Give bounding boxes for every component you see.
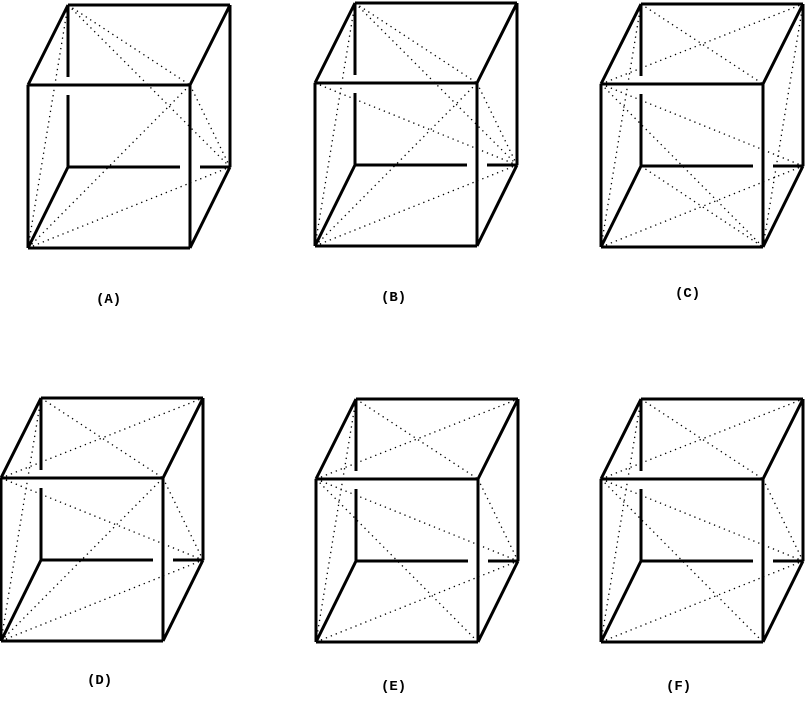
dotted-diagonal	[354, 2, 518, 166]
cube-edge	[475, 2, 519, 84]
cube-d	[0, 396, 205, 643]
cube-edge	[188, 4, 232, 86]
dotted-diagonal	[189, 84, 231, 168]
dotted-diagonal	[67, 4, 191, 86]
dotted-diagonal	[314, 2, 356, 247]
label-c: (C)	[675, 286, 701, 302]
cube-edge	[599, 3, 643, 85]
cube-e	[314, 397, 520, 644]
dotted-diagonal	[600, 398, 642, 643]
cube-edge	[0, 559, 43, 642]
dotted-diagonal	[640, 165, 764, 248]
cube-edge	[599, 398, 643, 480]
dotted-diagonal	[0, 477, 164, 642]
dotted-diagonal	[477, 478, 519, 562]
dotted-diagonal	[315, 398, 519, 480]
dotted-diagonal	[315, 478, 519, 562]
dotted-diagonal	[600, 165, 804, 248]
label-e: (E)	[381, 679, 407, 695]
dotted-diagonal	[0, 397, 42, 642]
dotted-diagonal	[0, 477, 204, 561]
cube-f	[599, 397, 805, 644]
cube-edge	[599, 560, 643, 643]
cube-b	[313, 1, 519, 248]
dotted-diagonal	[600, 478, 764, 643]
dotted-diagonal	[314, 82, 518, 166]
dotted-diagonal	[314, 82, 478, 247]
cube-edge	[476, 398, 520, 480]
cube-edge	[761, 398, 805, 480]
dotted-diagonal	[0, 397, 204, 479]
dotted-diagonal	[67, 4, 231, 168]
cube-edge	[0, 397, 43, 479]
dotted-diagonal	[600, 83, 804, 167]
label-b: (B)	[381, 290, 407, 306]
dotted-diagonal	[27, 4, 69, 249]
dotted-diagonal	[762, 478, 804, 562]
cube-edge	[26, 166, 70, 249]
cube-edge	[313, 2, 357, 84]
cube-edge	[761, 165, 805, 248]
dotted-diagonal	[762, 3, 804, 248]
dotted-diagonal	[600, 3, 642, 248]
cube-c	[599, 2, 805, 249]
label-a: (A)	[96, 292, 122, 308]
dotted-diagonal	[600, 83, 764, 248]
dotted-diagonal	[40, 397, 164, 479]
dotted-diagonal	[314, 164, 518, 247]
cube-edge	[599, 165, 643, 248]
cube-edge	[314, 560, 358, 643]
label-d: (D)	[87, 673, 113, 689]
cube-edge	[313, 164, 357, 247]
dotted-diagonal	[476, 82, 518, 166]
dotted-diagonal	[600, 3, 804, 85]
dotted-diagonal	[27, 166, 231, 249]
dotted-diagonal	[640, 3, 764, 85]
cube-edge	[161, 397, 205, 479]
cube-edge	[476, 560, 520, 643]
dotted-diagonal	[315, 478, 479, 643]
cube-edge	[761, 560, 805, 643]
dotted-diagonal	[315, 560, 519, 643]
dotted-diagonal	[162, 477, 204, 561]
cube-edge	[161, 559, 205, 642]
dotted-diagonal	[640, 398, 764, 480]
cube-edge	[475, 164, 519, 247]
cube-edge	[761, 3, 805, 85]
cube-edge	[26, 4, 70, 86]
dotted-diagonal	[600, 560, 804, 643]
dotted-diagonal	[27, 84, 191, 249]
dotted-diagonal	[354, 2, 478, 84]
label-f: (F)	[666, 679, 692, 695]
dotted-diagonal	[355, 398, 479, 480]
dotted-diagonal	[0, 559, 204, 642]
dotted-diagonal	[600, 398, 804, 480]
cube-edge	[314, 398, 358, 480]
cube-a	[26, 3, 232, 250]
dotted-diagonal	[315, 398, 357, 643]
dotted-diagonal	[600, 478, 804, 562]
cube-edge	[188, 166, 232, 249]
